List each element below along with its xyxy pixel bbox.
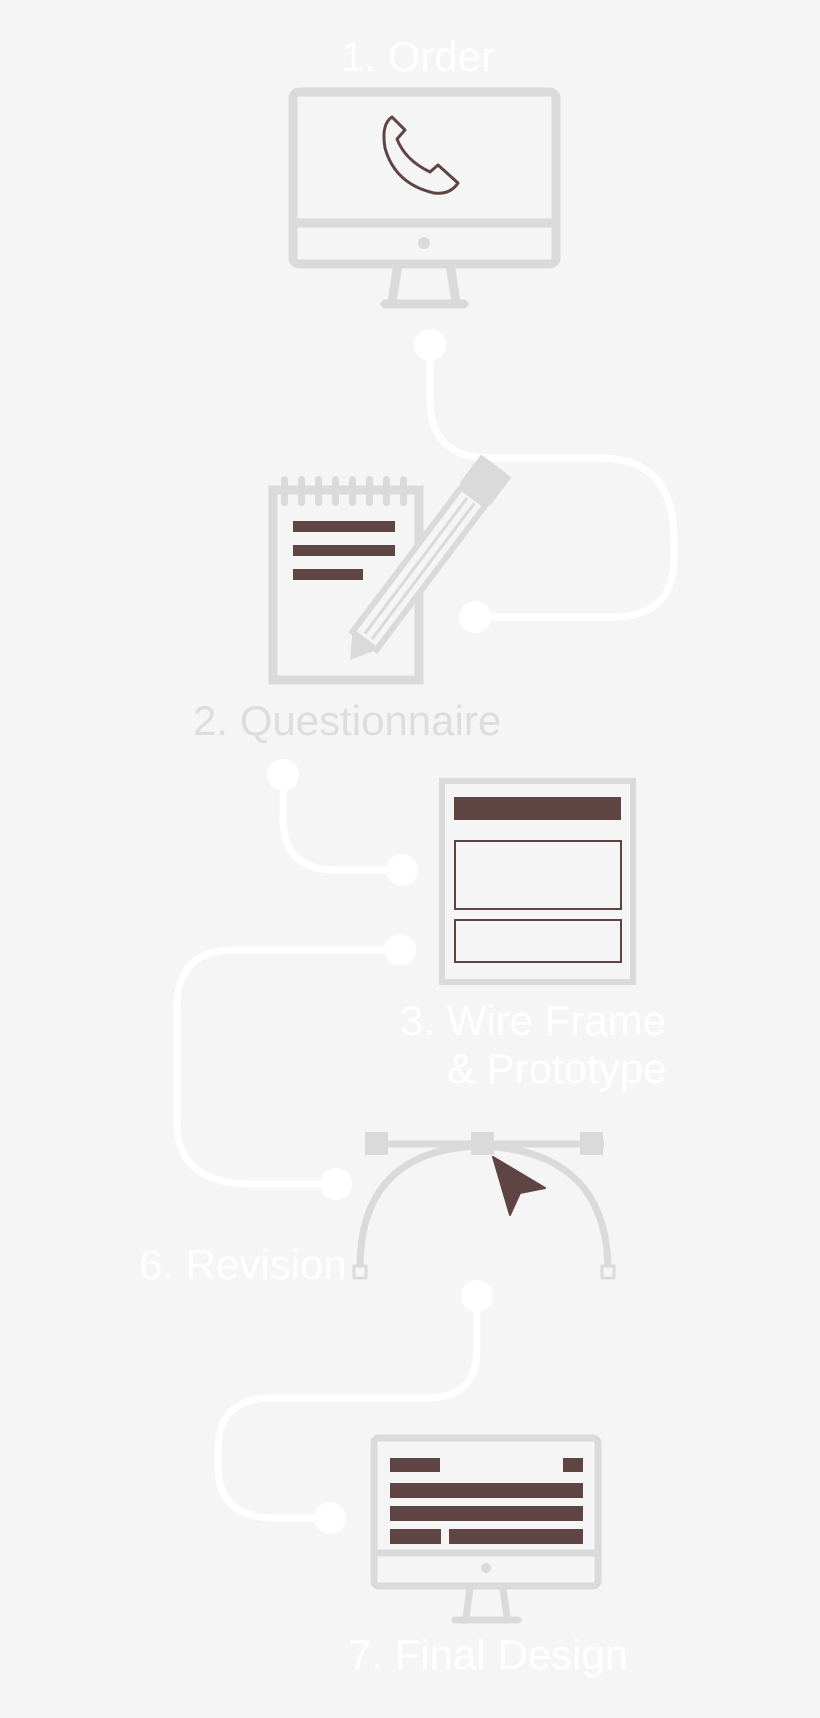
monitor-phone-icon [288, 87, 561, 309]
step-label-wireframe-line2: & Prototype [447, 1045, 667, 1092]
step-label-questionnaire: 2. Questionnaire [193, 697, 502, 744]
step-label-final-design: 7. Final Design [348, 1631, 629, 1678]
cursor-arrow-icon [492, 1156, 546, 1216]
connector-6-7 [214, 1280, 493, 1534]
step-label-revision: 6. Revision [139, 1241, 347, 1288]
monitor-layout-icon [370, 1434, 602, 1624]
step-label-wireframe-line1: 3. Wire Frame [400, 997, 667, 1044]
connector-2-3 [267, 759, 418, 886]
phone-icon [382, 115, 460, 195]
wireframe-icon [439, 778, 636, 985]
connectors [173, 329, 678, 1534]
connector-1-2 [414, 329, 678, 633]
bezier-pen-icon [352, 1132, 616, 1280]
notepad-pencil-icon [268, 454, 512, 685]
step-label-order: 1. Order [341, 33, 496, 80]
connector-3-6 [173, 934, 416, 1200]
